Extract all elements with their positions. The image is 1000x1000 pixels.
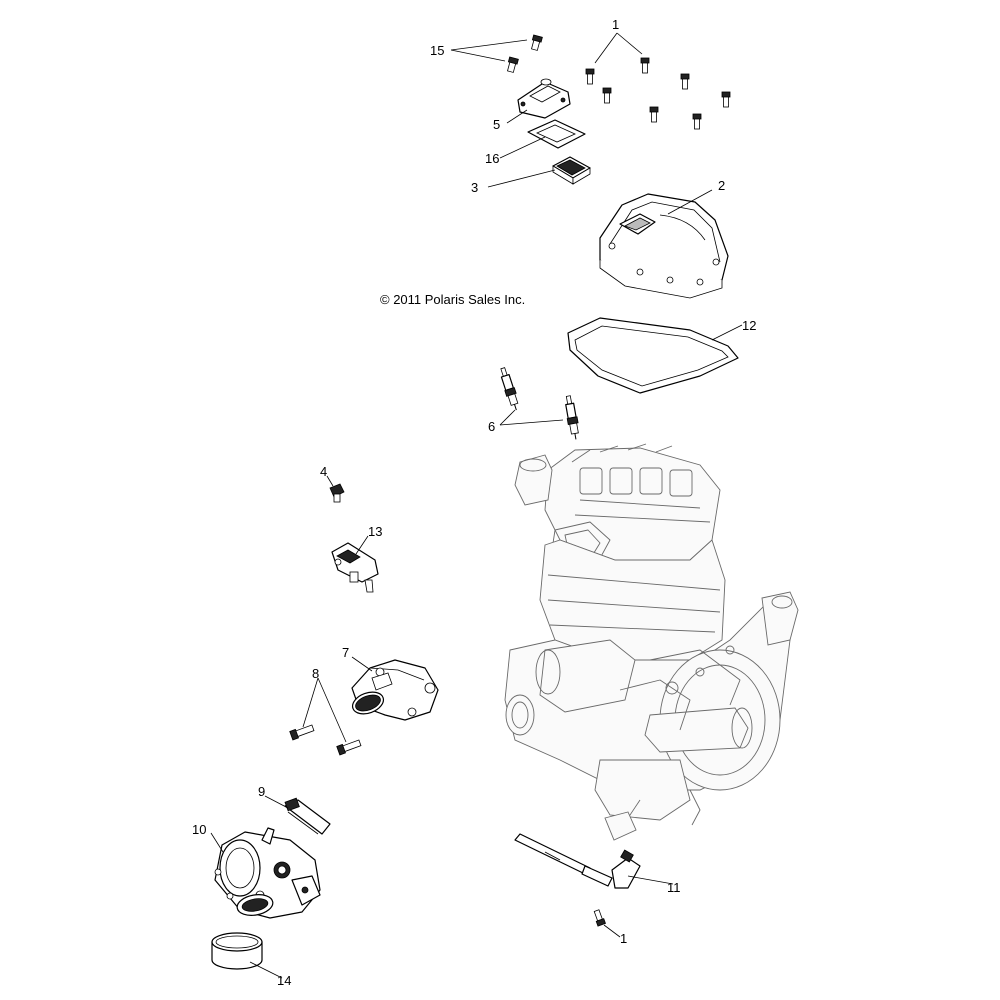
part-12-cover-gasket (567, 317, 739, 394)
part-1-bolts (585, 57, 731, 130)
callout-11: 11 (667, 880, 681, 895)
part-5-breather-cover (517, 78, 571, 119)
callout-4: 4 (320, 464, 327, 479)
part-14-boot (211, 932, 263, 970)
callout-16: 16 (485, 151, 499, 166)
part-8-bolts (289, 724, 362, 756)
callout-6: 6 (488, 419, 495, 434)
callout-13: 13 (368, 524, 382, 539)
callout-3: 3 (471, 180, 478, 195)
callout-labels: 1 2 3 4 5 6 7 8 9 10 11 12 13 14 15 16 1 (192, 17, 756, 988)
callout-1-bottom: 1 (620, 931, 627, 946)
callout-1-top: 1 (612, 17, 619, 32)
callout-8: 8 (312, 666, 319, 681)
part-4-bolt (329, 483, 345, 503)
part-15-bolts (507, 34, 543, 73)
engine-block (504, 443, 799, 841)
leader-lines (210, 32, 743, 979)
callout-7: 7 (342, 645, 349, 660)
part-2-valve-cover (599, 193, 729, 299)
callout-12: 12 (742, 318, 756, 333)
part-10-throttle-body (214, 827, 321, 919)
callout-10: 10 (192, 822, 206, 837)
part-13-sensor (331, 542, 379, 593)
callout-9: 9 (258, 784, 265, 799)
part-11-sensor-probe (514, 833, 641, 889)
part-1-bolt-lower (593, 909, 606, 927)
callout-14: 14 (277, 973, 291, 988)
copyright-text: © 2011 Polaris Sales Inc. (380, 292, 525, 307)
part-7-intake-adapter (351, 659, 439, 721)
part-16-gasket (527, 119, 586, 149)
callout-5: 5 (493, 117, 500, 132)
callout-15: 15 (430, 43, 444, 58)
part-9-clamp (284, 797, 331, 835)
callout-2: 2 (718, 178, 725, 193)
part-3-filter (552, 156, 591, 185)
part-6-spark-plugs (500, 367, 579, 440)
